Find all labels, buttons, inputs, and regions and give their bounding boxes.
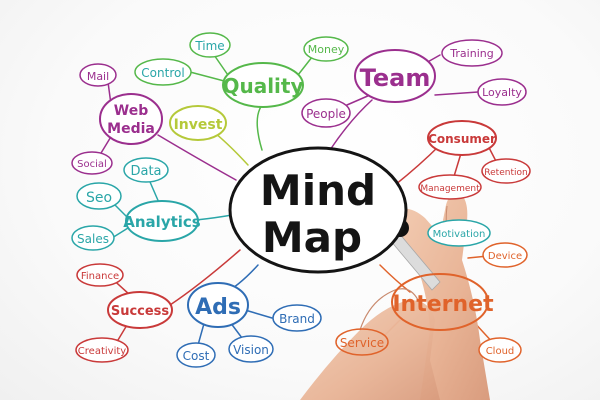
- label-social: Social: [77, 159, 107, 170]
- node-control: Control: [134, 58, 192, 86]
- node-data: Data: [123, 157, 169, 183]
- label-finance: Finance: [81, 271, 119, 282]
- node-vision: Vision: [228, 335, 274, 363]
- node-finance: Finance: [76, 263, 124, 287]
- label-cloud: Cloud: [486, 346, 515, 357]
- node-time: Time: [189, 32, 231, 58]
- label-seo: Seo: [86, 190, 112, 206]
- label-retention: Retention: [484, 168, 527, 178]
- node-people: People: [301, 98, 351, 128]
- label-service: Service: [340, 336, 384, 350]
- node-quality: Quality: [222, 62, 304, 108]
- label-time: Time: [194, 39, 224, 53]
- label-data: Data: [130, 164, 161, 179]
- node-web-media: Web Media: [99, 93, 163, 145]
- node-device: Device: [482, 242, 528, 268]
- node-success: Success: [107, 291, 173, 329]
- node-mail: Mail: [79, 63, 117, 87]
- label-mail: Mail: [87, 70, 109, 83]
- node-training: Training: [441, 39, 503, 67]
- node-motivation: Motivation: [427, 219, 491, 247]
- node-analytics: Analytics: [123, 200, 201, 242]
- label-creativity: Creativity: [78, 346, 126, 357]
- node-cost: Cost: [176, 342, 216, 368]
- node-cloud: Cloud: [478, 337, 522, 363]
- label-invest: Invest: [174, 117, 223, 133]
- label-consumer: Consumer: [428, 132, 496, 146]
- label-web: Web: [114, 103, 148, 119]
- node-team: Team: [354, 49, 436, 103]
- label-media: Media: [107, 121, 155, 137]
- node-management: Management: [418, 174, 482, 200]
- label-analytics: Analytics: [123, 213, 201, 231]
- node-sales: Sales: [71, 225, 115, 251]
- label-training: Training: [449, 47, 493, 60]
- label-quality: Quality: [222, 74, 303, 98]
- label-control: Control: [141, 66, 184, 80]
- node-retention: Retention: [481, 158, 531, 184]
- label-motivation: Motivation: [433, 229, 486, 240]
- label-brand: Brand: [279, 312, 315, 326]
- label-team: Team: [360, 64, 431, 92]
- node-service: Service: [335, 328, 389, 356]
- node-consumer: Consumer: [427, 120, 497, 156]
- label-management: Management: [420, 184, 480, 194]
- label-device: Device: [488, 251, 522, 262]
- label-cost: Cost: [183, 349, 210, 363]
- node-brand: Brand: [272, 304, 322, 332]
- label-internet: Internet: [392, 292, 494, 317]
- node-seo: Seo: [76, 182, 122, 210]
- node-creativity: Creativity: [75, 337, 129, 363]
- label-ads: Ads: [195, 295, 241, 320]
- label-people: People: [306, 107, 346, 121]
- label-loyalty: Loyalty: [482, 86, 522, 99]
- label-success: Success: [111, 304, 170, 319]
- label-vision: Vision: [233, 343, 269, 357]
- central-node: Mind Map: [228, 146, 408, 274]
- node-money: Money: [303, 36, 349, 62]
- label-money: Money: [308, 43, 345, 56]
- center-title-line2: Map: [262, 213, 362, 262]
- node-social: Social: [71, 151, 113, 175]
- label-sales: Sales: [77, 232, 109, 246]
- node-loyalty: Loyalty: [477, 78, 527, 106]
- node-internet: Internet: [391, 273, 494, 331]
- center-title-line1: Mind: [260, 166, 376, 215]
- node-invest: Invest: [169, 105, 227, 141]
- node-ads: Ads: [187, 282, 249, 328]
